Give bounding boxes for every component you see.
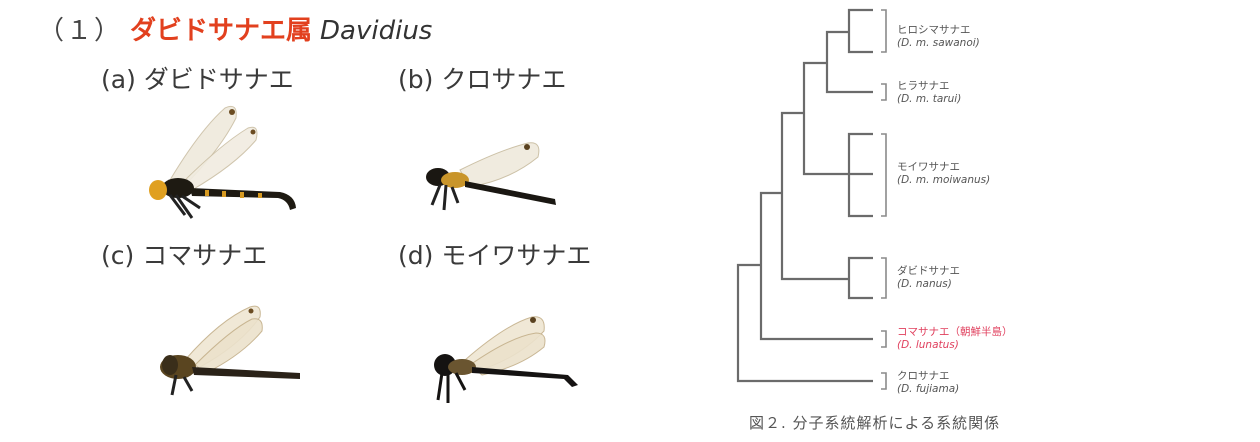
leaf-japanese-name: ヒロシマサナエ xyxy=(897,24,971,36)
leaf-japanese-name: コマサナエ（朝鮮半島） xyxy=(897,326,1013,338)
leaf-latin-name: (D. m. tarui) xyxy=(897,93,962,105)
leaf-latin-name: (D. m. sawanoi) xyxy=(897,37,980,49)
tree-leaf-nanus: ダビドサナエ (D. nanus) xyxy=(897,265,960,291)
specimen-label-b: (b) クロサナエ xyxy=(398,65,567,94)
dragonfly-image-c xyxy=(160,305,300,396)
section-number: （１） xyxy=(38,16,123,46)
leaf-latin-name: (D. nanus) xyxy=(897,278,952,290)
tree-leaf-lunatus: コマサナエ（朝鮮半島） (D. lunatus) xyxy=(897,326,1013,352)
specimen-label-a: (a) ダビドサナエ xyxy=(101,65,294,94)
leaf-japanese-name: クロサナエ xyxy=(897,370,950,382)
genus-japanese-name: ダビドサナエ属 xyxy=(130,16,313,46)
tree-leaf-moiwanus: モイワサナエ (D. m. moiwanus) xyxy=(897,161,990,187)
leaf-latin-name: (D. m. moiwanus) xyxy=(897,174,991,186)
tree-leaf-sawanoi: ヒロシマサナエ (D. m. sawanoi) xyxy=(897,24,980,50)
specimen-label-c: (c) コマサナエ xyxy=(101,241,268,270)
dragonfly-image-a xyxy=(149,105,296,219)
leaf-japanese-name: ダビドサナエ xyxy=(897,265,960,277)
specimen-label-d: (d) モイワサナエ xyxy=(398,241,592,270)
leaf-japanese-name: ヒラサナエ xyxy=(897,80,950,92)
dragonfly-image-d xyxy=(434,316,578,403)
leaf-japanese-name: モイワサナエ xyxy=(897,161,960,173)
tree-leaf-fujiama: クロサナエ (D. fujiama) xyxy=(897,370,959,396)
leaf-latin-name: (D. lunatus) xyxy=(897,339,959,351)
dragonfly-image-b xyxy=(426,142,556,211)
genus-latin-name: Davidius xyxy=(320,16,433,46)
figure-caption: 図２. 分子系統解析による系統関係 xyxy=(749,414,1001,432)
leaf-latin-name: (D. fujiama) xyxy=(897,383,960,395)
tree-leaf-tarui: ヒラサナエ (D. m. tarui) xyxy=(897,80,961,106)
